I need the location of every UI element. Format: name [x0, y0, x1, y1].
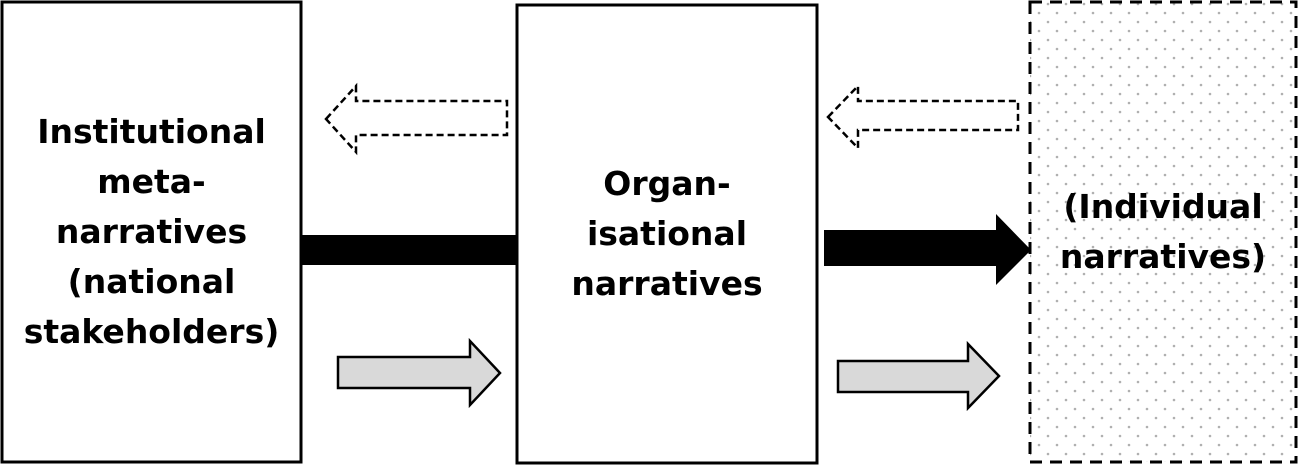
solid-connector-bar	[301, 235, 517, 265]
box-individual	[1028, 0, 1298, 464]
institutional-meta-narratives-label: Institutional meta- narratives (national…	[23, 112, 280, 351]
dashed-arrow-left-icon	[324, 82, 509, 156]
individual-narratives-label: (Individual narratives)	[1059, 187, 1267, 276]
grey-arrow-right-icon	[336, 337, 502, 409]
dashed-arrow-left-icon	[826, 82, 1020, 152]
solid-arrow-right-icon	[824, 214, 1031, 285]
grey-arrow-right-icon	[836, 340, 1001, 412]
box-organisational	[515, 3, 819, 465]
box-institutional	[0, 0, 303, 464]
organisational-narratives-label: Organ- isational narratives	[571, 164, 763, 303]
